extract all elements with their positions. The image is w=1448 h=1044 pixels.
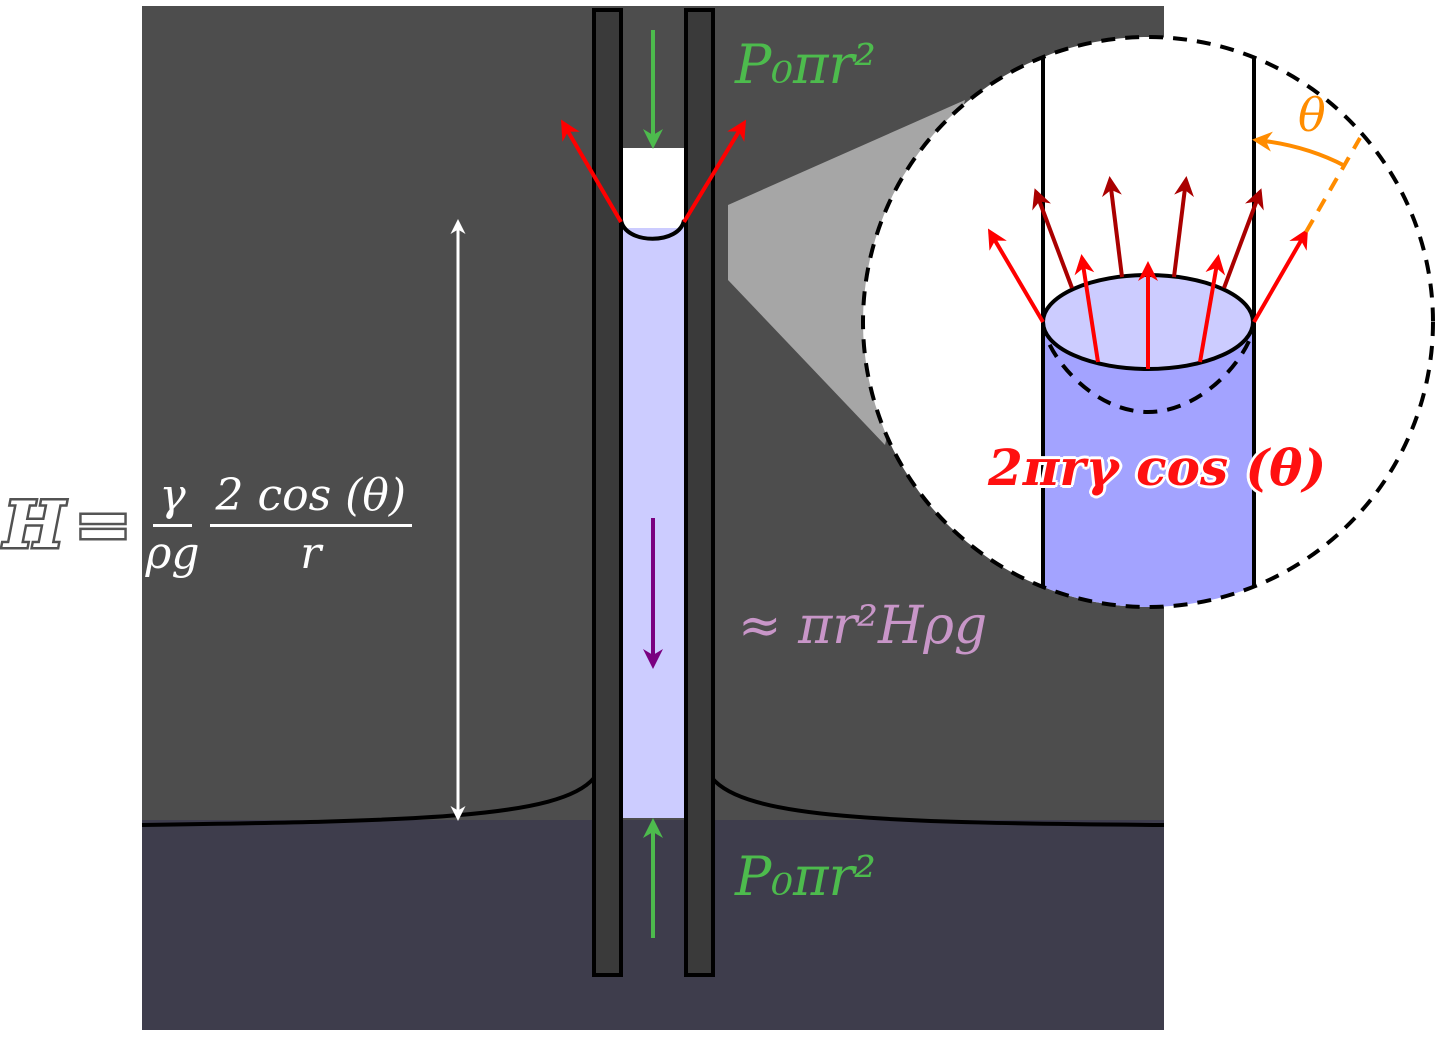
tube-wall-right xyxy=(684,8,715,977)
formula-equals: = xyxy=(72,483,134,567)
zoom-meniscus-dashed xyxy=(1041,321,1256,415)
height-formula: H = γ ρg 2 cos (θ) r xyxy=(1,470,422,580)
formula-fraction-2: 2 cos (θ) r xyxy=(209,473,413,579)
zoom-back-arrow-2 xyxy=(1102,176,1124,278)
zoom-back-arrow-1 xyxy=(1032,188,1074,289)
contact-angle-label: θ xyxy=(1298,88,1326,142)
top-pressure-label: P₀πr² xyxy=(735,33,876,96)
zoom-arrow-2 xyxy=(1074,254,1100,363)
zoom-arrow-4 xyxy=(1198,254,1226,363)
tension-arrow-left xyxy=(560,119,623,224)
angle-reference-line xyxy=(1304,137,1362,233)
fraction-2-numerator: 2 cos (θ) xyxy=(209,473,413,527)
inner-meniscus-line xyxy=(619,219,686,241)
zoom-arrow-1 xyxy=(987,228,1045,324)
weight-label: ≈ πr²Hρg xyxy=(738,596,988,656)
formula-lhs: H xyxy=(1,485,67,565)
tube-wall-left xyxy=(592,8,623,977)
bottom-pressure-label: P₀πr² xyxy=(735,845,876,908)
tension-arrow-right xyxy=(682,119,747,224)
fraction-1-denominator: ρg xyxy=(145,527,200,579)
zoom-back-arrow-3 xyxy=(1172,176,1194,278)
angle-arc xyxy=(1252,131,1346,168)
surface-tension-label: 2πrγ cos (θ) xyxy=(988,438,1327,497)
formula-fraction-1: γ ρg xyxy=(145,473,200,579)
fraction-1-numerator: γ xyxy=(153,473,192,527)
air-gap xyxy=(621,148,684,228)
zoom-inset xyxy=(861,35,1435,609)
zoom-circle-border xyxy=(861,35,1435,609)
fraction-2-denominator: r xyxy=(300,527,322,579)
zoom-back-arrow-4 xyxy=(1222,188,1264,289)
outer-meniscus-right xyxy=(710,776,1165,827)
zoom-arrow-5 xyxy=(1252,228,1309,324)
